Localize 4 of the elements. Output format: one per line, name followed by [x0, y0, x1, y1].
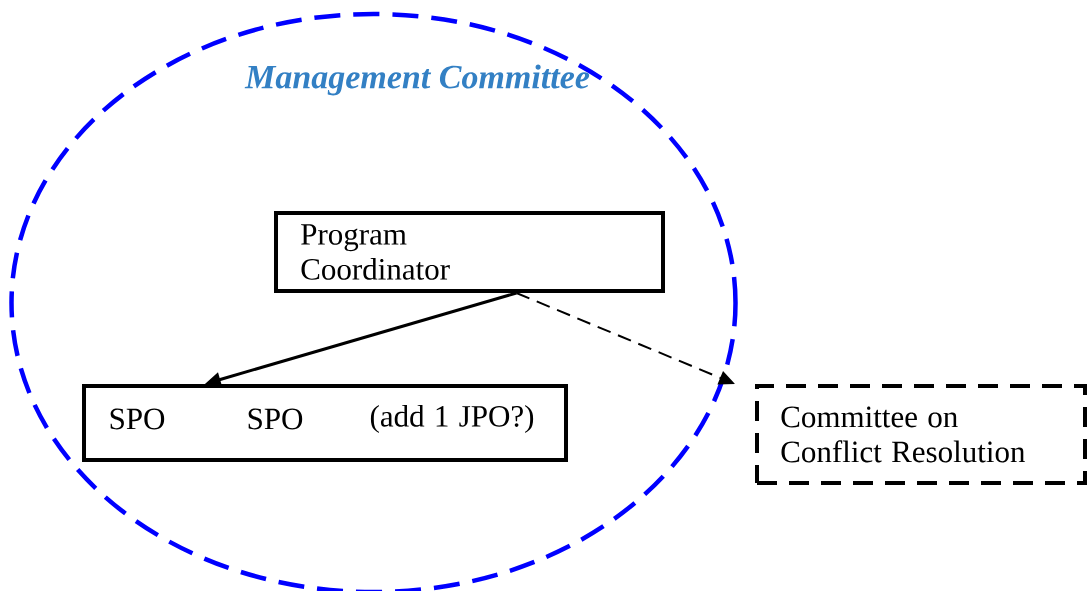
heading: Management Committee	[244, 64, 590, 96]
process-box: SPO SPO (add 1 JPO?)	[82, 384, 568, 462]
process-box: Program Coordinator	[274, 211, 665, 293]
process-box: Committee on Conflict Resolution	[755, 384, 1087, 485]
